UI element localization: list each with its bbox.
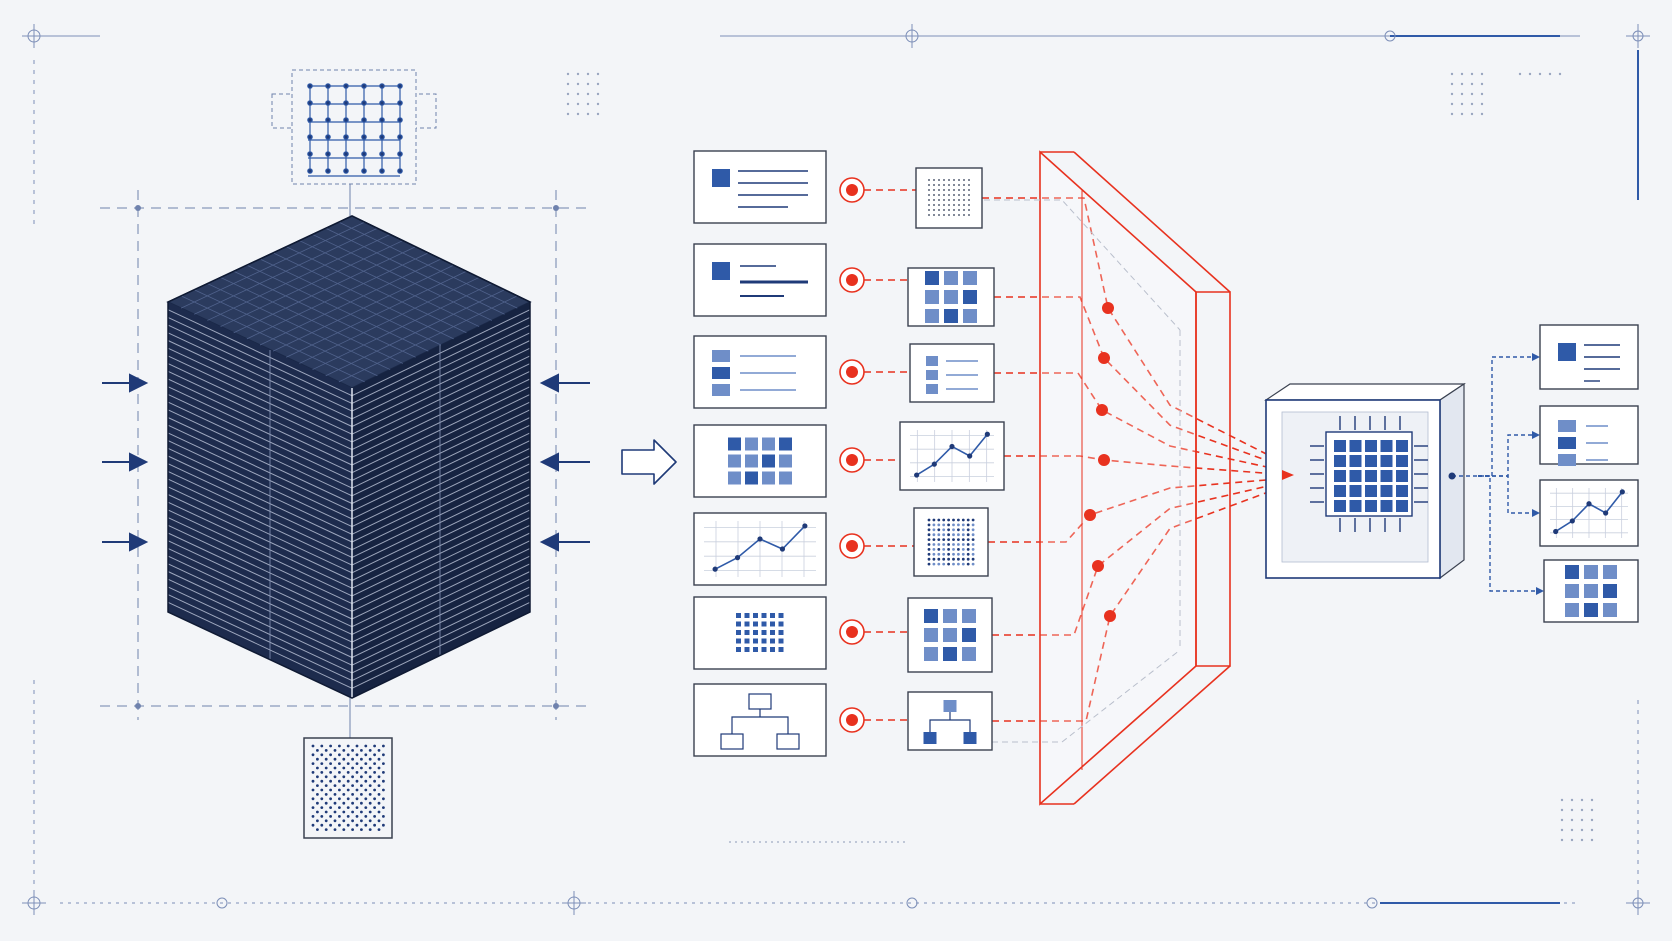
guide-markers (135, 205, 559, 709)
stacked-data-cube-icon (166, 215, 532, 699)
source-card-6 (693, 596, 827, 670)
output-card-2 (1539, 405, 1639, 466)
dot-pattern-icon (928, 179, 970, 216)
dot-matrix-icon (736, 613, 784, 652)
output-arrowheads (1448, 353, 1544, 595)
feature-card-2 (907, 267, 995, 327)
doc-underline-icon (712, 262, 808, 297)
grid-tiles-icon (728, 437, 792, 485)
line-chart-icon (910, 430, 994, 482)
list-lines-icon (926, 356, 978, 394)
hierarchy-tree-icon (720, 693, 800, 750)
bottom-dot-chip-icon (303, 737, 393, 839)
output-connectors (1452, 356, 1538, 592)
red-projection-panel-icon (1039, 150, 1231, 806)
source-card-2 (693, 243, 827, 317)
source-card-5 (693, 512, 827, 586)
source-cards (693, 150, 827, 757)
top-grid-chip-icon (271, 69, 437, 185)
output-cards (1539, 324, 1639, 623)
feature-card-1 (915, 167, 983, 229)
tile-grid-icon (925, 271, 977, 323)
feature-card-5 (913, 507, 989, 577)
list-blocks-icon (712, 350, 796, 396)
source-card-7 (693, 683, 827, 757)
decorative-dot-clusters (566, 72, 1594, 843)
blueprint-frame (22, 24, 1650, 915)
feature-card-3 (909, 343, 995, 403)
feature-card-4 (899, 421, 1005, 491)
doc-lines-icon (1558, 343, 1620, 382)
source-card-3 (693, 335, 827, 409)
tile-grid-icon (924, 609, 976, 661)
source-card-4 (693, 424, 827, 498)
output-card-3 (1539, 479, 1639, 547)
feature-cards (899, 167, 1005, 751)
doc-lines-icon (712, 169, 808, 208)
processor-chip-icon (1264, 382, 1466, 580)
feature-card-7 (907, 691, 993, 751)
tile-grid-icon (1565, 565, 1617, 617)
input-arrows (102, 373, 590, 552)
output-card-1 (1539, 324, 1639, 390)
grey-guides (984, 199, 1181, 743)
line-chart-icon (704, 521, 816, 577)
list-blocks-icon (1558, 420, 1608, 466)
outline-arrow-right-icon (621, 439, 677, 485)
dot-grid-icon (927, 518, 975, 566)
source-card-1 (693, 150, 827, 224)
line-chart-icon (1550, 488, 1628, 538)
hierarchy-tree-icon (923, 700, 977, 744)
output-card-4 (1543, 559, 1639, 623)
red-nodes (839, 177, 1294, 733)
feature-card-6 (907, 597, 993, 673)
